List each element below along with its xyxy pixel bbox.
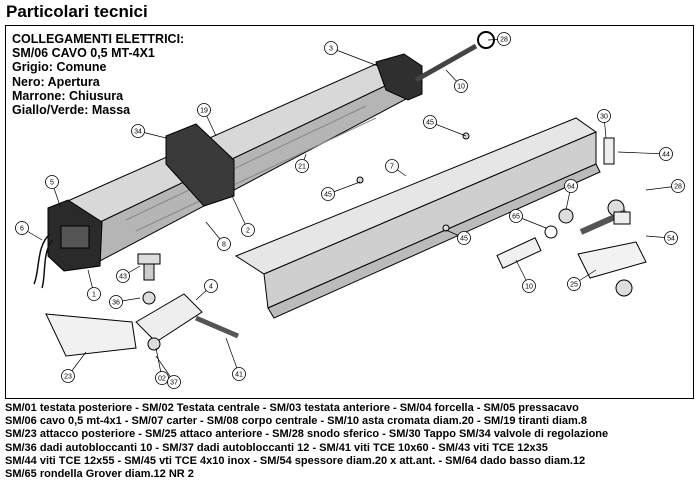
callout-number: 6 <box>20 226 24 233</box>
page-title: Particolari tecnici <box>6 2 148 21</box>
callout-circle <box>324 41 338 55</box>
carter-rail <box>234 117 601 319</box>
callout-circle <box>671 179 685 193</box>
callout-number: 45 <box>460 236 468 243</box>
callout-circle <box>167 375 181 389</box>
callout-number: 41 <box>235 372 243 379</box>
callout-number: 44 <box>662 152 670 159</box>
actuator-cylinder <box>59 63 409 263</box>
small-parts <box>45 132 647 357</box>
callout-number: 45 <box>426 120 434 127</box>
legend-line: SM/06 cavo 0,5 mt-4x1 - SM/07 carter - S… <box>5 415 588 428</box>
wiring-heading: COLLEGAMENTI ELETTRICI: <box>12 32 185 46</box>
wiring-line-ground: Giallo/Verde: Massa <box>12 103 131 118</box>
legend-line: SM/23 attacco posteriore - SM/25 attaco … <box>5 428 609 441</box>
callout-number: 4 <box>209 284 213 291</box>
callout-leader <box>617 151 667 155</box>
callout-circle <box>454 79 468 93</box>
callout-circle <box>321 187 335 201</box>
callout-number: 7 <box>390 164 394 171</box>
callout-circle <box>217 237 231 251</box>
callout-number: 2 <box>246 228 250 235</box>
callout-circle <box>204 279 218 293</box>
parts-legend: SM/01 testata posteriore - SM/02 Testata… <box>5 402 695 481</box>
callout-circle <box>385 159 399 173</box>
callout-circle <box>423 115 437 129</box>
callout-circle <box>87 287 101 301</box>
callout-number: 36 <box>112 300 120 307</box>
callout-circle <box>295 159 309 173</box>
callout-number: 45 <box>324 192 332 199</box>
callout-circle <box>241 223 255 237</box>
technical-drawing-frame: COLLEGAMENTI ELETTRICI: SM/06 CAVO 0,5 M… <box>5 25 694 399</box>
front-head <box>375 53 423 101</box>
callout-number: 02 <box>158 376 166 383</box>
legend-line: SM/36 dadi autobloccanti 10 - SM/37 dadi… <box>5 441 548 454</box>
callout-circle <box>567 277 581 291</box>
callout-number: 64 <box>567 184 575 191</box>
callout-number: 54 <box>667 236 675 243</box>
callout-circle <box>659 147 673 161</box>
callout-circle <box>15 221 29 235</box>
wiring-cable: SM/06 CAVO 0,5 MT-4X1 <box>12 46 155 61</box>
callout-circle <box>457 231 471 245</box>
central-head <box>165 123 235 207</box>
callout-number: 65 <box>512 214 520 221</box>
wiring-line-close: Marrone: Chiusura <box>12 88 124 103</box>
callout-number: 3 <box>329 46 333 53</box>
callout-circle <box>232 367 246 381</box>
callout-number: 10 <box>525 284 533 291</box>
callout-circle <box>131 124 145 138</box>
callout-number: 10 <box>457 84 465 91</box>
callout-number: 28 <box>674 184 682 191</box>
callout-number: 21 <box>298 164 306 171</box>
callout-circle <box>564 179 578 193</box>
callout-number: 23 <box>64 374 72 381</box>
callout-number: 30 <box>600 114 608 121</box>
callout-number: 8 <box>222 242 226 249</box>
callout-circle <box>522 279 536 293</box>
callout-circle <box>597 109 611 123</box>
callout-circle <box>497 32 511 46</box>
callout-number: 25 <box>570 282 578 289</box>
callout-number: 5 <box>50 180 54 187</box>
wiring-info: COLLEGAMENTI ELETTRICI: SM/06 CAVO 0,5 M… <box>12 32 184 117</box>
legend-line: SM/65 rondella Grover diam.12 NR 2 <box>5 468 194 481</box>
callout-leader <box>330 47 379 67</box>
callout-number: 1 <box>92 292 96 299</box>
callout-circle <box>45 175 59 189</box>
callout-circle <box>116 269 130 283</box>
callout-circle <box>509 209 523 223</box>
callout-circle <box>197 103 211 117</box>
legend-line: SM/44 viti TCE 12x55 - SM/45 vti TCE 4x1… <box>5 454 586 467</box>
rod-end <box>414 31 495 83</box>
wiring-line-open: Nero: Apertura <box>12 74 100 89</box>
callout-number: 34 <box>134 129 142 136</box>
callout-number: 37 <box>170 380 178 387</box>
callout-circle <box>109 295 123 309</box>
callout-number: 19 <box>200 108 208 115</box>
callout-number: 28 <box>500 37 508 44</box>
callout-number: 43 <box>119 274 127 281</box>
legend-line: SM/01 testata posteriore - SM/02 Testata… <box>5 402 579 414</box>
wiring-line-common: Grigio: Comune <box>12 60 107 75</box>
callout-circle <box>664 231 678 245</box>
rear-head <box>33 199 103 289</box>
callout-circle <box>61 369 75 383</box>
